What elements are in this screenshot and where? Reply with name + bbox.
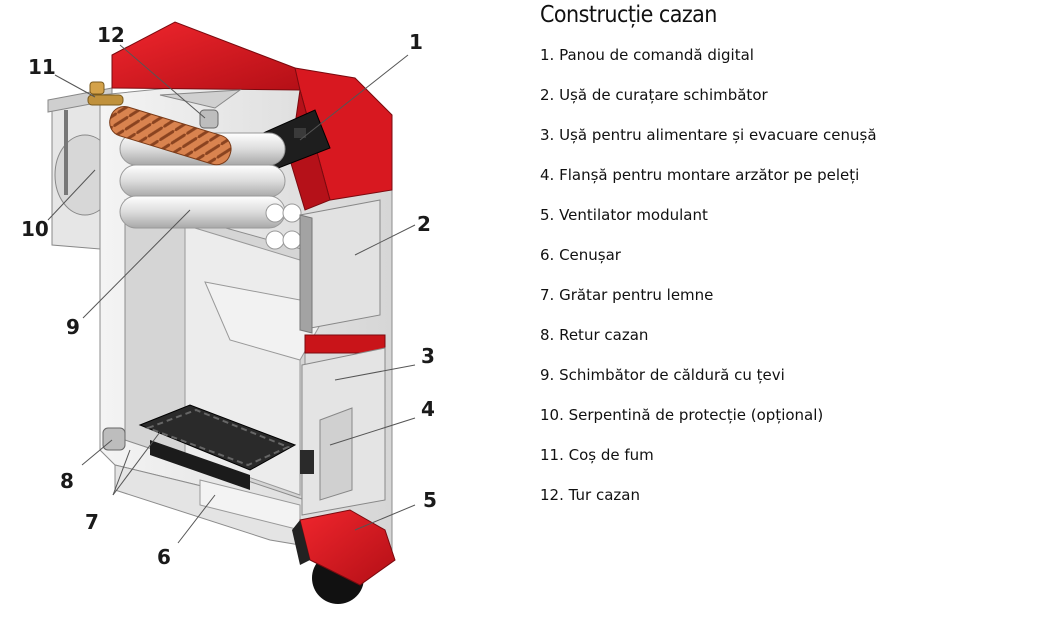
modulating-fan — [292, 509, 396, 604]
legend-item: 3. Ușă pentru alimentare și evacuare cen… — [540, 126, 877, 144]
legend-item: 2. Ușă de curațare schimbător — [540, 86, 768, 104]
legend-item: 5. Ventilator modulant — [540, 206, 708, 224]
supply-pipe — [199, 109, 219, 129]
callout-8: 8 — [60, 469, 74, 493]
protection-coil — [87, 81, 232, 166]
legend-item: 8. Retur cazan — [540, 326, 649, 344]
callout-4: 4 — [421, 397, 435, 421]
legend-title: Construcție cazan — [540, 2, 717, 28]
callout-11: 11 — [28, 55, 56, 79]
callout-12: 12 — [97, 23, 125, 47]
callout-9: 9 — [66, 315, 80, 339]
legend-item: 6. Cenușar — [540, 246, 621, 264]
callout-3: 3 — [421, 344, 435, 368]
callout-1: 1 — [409, 30, 423, 54]
legend-item: 9. Schimbător de căldură cu țevi — [540, 366, 785, 384]
callout-7: 7 — [85, 510, 99, 534]
callout-2: 2 — [417, 212, 431, 236]
callout-6: 6 — [157, 545, 171, 569]
callout-5: 5 — [423, 488, 437, 512]
legend-item: 1. Panou de comandă digital — [540, 46, 754, 64]
return-pipe — [102, 427, 126, 451]
leader-lines — [47, 44, 416, 544]
top-cover — [111, 21, 393, 211]
cleaning-door — [299, 199, 386, 354]
legend-item: 11. Coș de fum — [540, 446, 654, 464]
callout-10: 10 — [21, 217, 49, 241]
wood-grate — [138, 404, 297, 490]
component-legend: Construcție cazan 1. Panou de comandă di… — [540, 0, 1050, 504]
legend-item: 7. Grătar pentru lemne — [540, 286, 714, 304]
loading-door — [300, 347, 386, 516]
legend-item: 4. Flanșă pentru montare arzător pe pele… — [540, 166, 860, 184]
legend-item: 12. Tur cazan — [540, 486, 640, 504]
legend-item: 10. Serpentină de protecție (opțional) — [540, 406, 824, 424]
boiler-cutaway-diagram: 1 2 3 4 5 6 7 8 9 10 11 12 — [21, 21, 437, 604]
